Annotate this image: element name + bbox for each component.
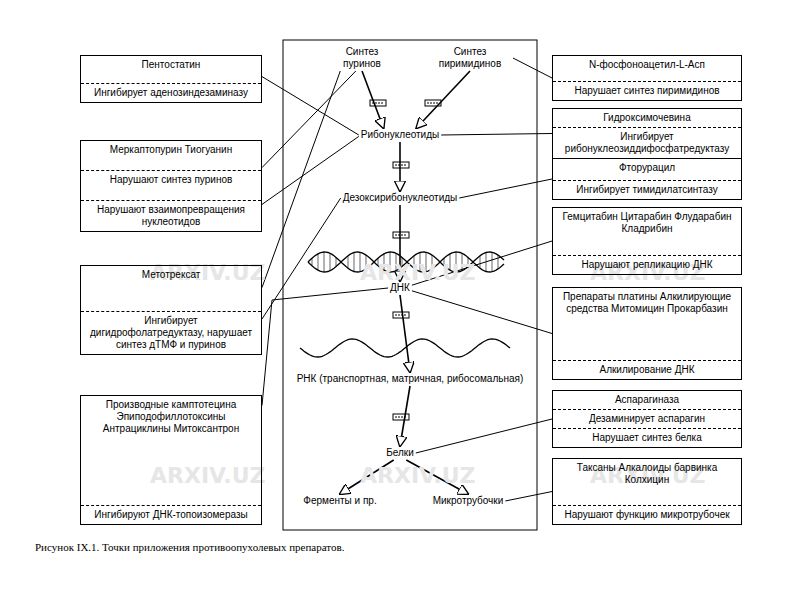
node-heading: Аспарагиназа — [558, 391, 736, 409]
node-heading: Меркаптопурин Тиогуанин — [86, 141, 256, 159]
node-heading: N-фосфоноацетил-L-Асп — [558, 56, 736, 74]
node-heading: Рибонуклеотиды — [361, 129, 439, 141]
node-heading: ДНК — [390, 282, 410, 294]
node-heading: Гемцитабин Цитарабин Флударабин Кладриби… — [558, 208, 736, 238]
action-line — [262, 71, 340, 288]
action-line — [262, 77, 359, 135]
node-body: Ингибирует рибонуклеозиддифосфатредуктаз… — [553, 127, 741, 158]
drug-box: ПентостатинИнгибирует аденозиндезаминазу — [80, 55, 262, 103]
node-body: Нарушают синтез пуринов — [81, 170, 261, 189]
node-heading: Производные камптотецина Эпиподофиллоток… — [86, 396, 256, 438]
node-body: Ингибирует дигидрофолатредуктазу, наруша… — [81, 311, 261, 354]
flow-step: Синтез пиримидинов — [427, 45, 513, 71]
node-body: Нарушает синтез белка — [553, 428, 741, 447]
node-body: Ингибирует тимидилатсинтазу — [553, 180, 741, 199]
node-heading: Дезоксирибонуклеотиды — [343, 192, 458, 204]
action-line — [416, 419, 552, 453]
flow-step: Синтез пуринов — [331, 45, 393, 71]
node-heading: Фторурацил — [558, 159, 736, 177]
drug-box: N-фосфоноацетил-L-АспНарушает синтез пир… — [552, 55, 742, 101]
watermark: ARXIV.UZ — [150, 465, 265, 487]
node-body: Нарушают взаимопревращения нуклеотидов — [81, 200, 261, 231]
flow-arrow — [399, 142, 401, 191]
node-body: Ингибируют ДНК-топоизомеразы — [81, 505, 261, 524]
drug-box: АспарагиназаДезаминирует аспарагинНаруша… — [552, 390, 742, 448]
action-line — [441, 134, 552, 136]
rna-strand — [300, 339, 510, 357]
node-body: Алкилирование ДНК — [553, 360, 741, 379]
drug-box: Производные камптотецина Эпиподофиллоток… — [80, 395, 262, 525]
node-body: Нарушают функцию микротрубочек — [553, 505, 741, 524]
action-line — [513, 58, 552, 78]
flow-step: ДНК — [388, 281, 412, 295]
drug-box: Препараты платины Алкилирующие средства … — [552, 287, 742, 380]
node-heading: Синтез пуринов — [333, 46, 391, 70]
watermark: ARXIV.UZ — [360, 465, 475, 487]
node-heading: Белки — [386, 447, 414, 459]
flow-arrow — [417, 71, 471, 128]
action-line — [459, 179, 552, 198]
flow-step: Белки — [384, 446, 416, 460]
drug-box: Таксаны Алкалоиды барвинка КолхицинНаруш… — [552, 458, 742, 525]
flow-step: Дезоксирибонуклеотиды — [341, 191, 460, 205]
watermark: ARXIV.UZ — [360, 262, 475, 284]
node-heading: Препараты платины Алкилирующие средства … — [558, 288, 736, 318]
node-heading: Таксаны Алкалоиды барвинка Колхицин — [558, 459, 736, 489]
flow-step: Микротрубочки — [431, 494, 506, 508]
action-line — [505, 492, 552, 502]
node-body: Нарушает синтез пиримидинов — [553, 81, 741, 100]
flow-step: Ферменты и пр. — [301, 494, 378, 508]
drug-box: ФторурацилИнгибирует тимидилатсинтазу — [552, 158, 742, 200]
action-line — [262, 71, 356, 168]
action-line — [262, 198, 341, 319]
node-heading: Микротрубочки — [433, 495, 504, 507]
action-line — [412, 291, 552, 334]
drug-box: Гемцитабин Цитарабин Флударабин Кладриби… — [552, 207, 742, 275]
node-heading: РНК (транспортная, матричная, рибосомаль… — [297, 373, 524, 385]
node-heading: Синтез пиримидинов — [429, 46, 511, 70]
drug-box: МетотрексатИнгибирует дигидрофолатредукт… — [80, 265, 262, 355]
node-body: Нарушают репликацию ДНК — [553, 255, 741, 274]
node-heading: Гидроксимочевина — [558, 109, 736, 127]
figure-caption: Рисунок IX.1. Точки приложения противооп… — [35, 541, 344, 554]
flow-arrow — [400, 295, 410, 372]
node-body: Дезаминирует аспарагин — [553, 409, 741, 428]
block-markers — [370, 100, 441, 420]
flow-arrow — [362, 71, 384, 128]
drug-box: Меркаптопурин ТиогуанинНарушают синтез п… — [80, 140, 262, 232]
flow-step: Рибонуклеотиды — [359, 128, 441, 142]
central-frame — [283, 40, 537, 530]
action-line — [262, 288, 388, 405]
node-body: Ингибирует аденозиндезаминазу — [81, 83, 261, 102]
flow-step: РНК (транспортная, матричная, рибосомаль… — [295, 372, 526, 386]
node-heading: Ферменты и пр. — [303, 495, 376, 507]
drug-box: ГидроксимочевинаИнгибирует рибонуклеозид… — [552, 108, 742, 159]
node-heading: Метотрексат — [86, 266, 256, 284]
node-heading: Пентостатин — [86, 56, 256, 74]
flow-arrow — [400, 386, 410, 446]
